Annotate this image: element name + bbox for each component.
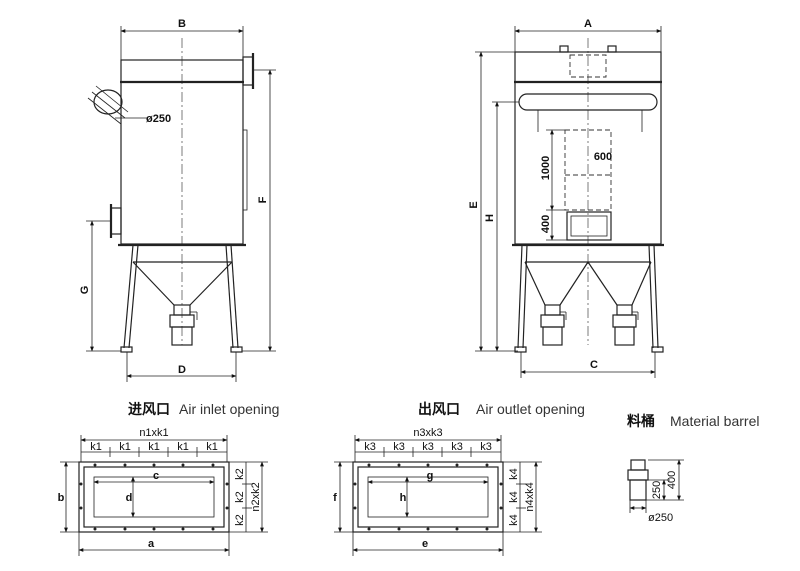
front-dim-g: G [79,286,91,295]
inlet-label-b: b [58,492,65,504]
outlet-k4-mid: k4 [508,491,520,503]
front-dim-b: B [178,18,186,30]
inlet-pitch-label: n1xk1 [139,427,168,439]
outlet-k3-2: k3 [393,441,405,453]
side-dim-a: A [584,18,592,30]
outlet-k3-4: k3 [451,441,463,453]
inlet-k2-mid: k2 [234,491,246,503]
outlet-side-pitch: n4xk4 [524,482,536,511]
front-view: B F G D ø250 [79,18,276,382]
material-barrel-detail: 料桶 Material barrel 250 400 ø250 [627,413,759,524]
inlet-k1-3: k1 [148,441,160,453]
inlet-flange-detail: 进风口 Air inlet opening [58,401,279,556]
outlet-label-g: g [427,470,434,482]
side-dim-1000: 1000 [540,156,552,180]
inlet-k1-4: k1 [177,441,189,453]
inlet-title-en: Air inlet opening [179,401,279,417]
side-dim-c: C [590,359,598,371]
side-dim-h: H [484,214,496,222]
side-view: A E H C 1000 400 600 [468,18,664,378]
barrel-dim-400: 400 [666,471,678,489]
outlet-k4-bot: k4 [508,514,520,526]
side-dim-400: 400 [540,215,552,233]
barrel-dim-250: 250 [651,481,663,499]
outlet-title-cn: 出风口 [418,401,460,418]
outlet-label-h: h [400,492,407,504]
outlet-label-f: f [333,492,337,504]
barrel-title-en: Material barrel [670,413,759,429]
inlet-k1-5: k1 [206,441,218,453]
inlet-k2-bot: k2 [234,514,246,526]
outlet-k3-5: k3 [480,441,492,453]
front-dim-d: D [178,364,186,376]
outlet-flange-detail: 出风口 Air outlet opening n3xk3 [333,401,585,556]
outlet-pitch-label: n3xk3 [413,427,442,439]
inlet-k2-top: k2 [234,468,246,480]
inlet-title-cn: 进风口 [128,402,170,418]
inlet-side-pitch: n2xk2 [250,482,262,511]
inlet-k1-1: k1 [90,441,102,453]
outlet-label-e: e [422,538,428,550]
outlet-k3-1: k3 [364,441,376,453]
outlet-title-en: Air outlet opening [476,401,585,417]
inlet-label-d: d [126,492,133,504]
front-pipe-dia: ø250 [146,113,171,125]
outlet-k3-3: k3 [422,441,434,453]
barrel-title-cn: 料桶 [627,413,655,430]
barrel-dia: ø250 [648,512,673,524]
inlet-k1-2: k1 [119,441,131,453]
side-dim-600: 600 [594,151,612,163]
inlet-label-a: a [148,538,155,550]
outlet-k4-top: k4 [508,468,520,480]
front-dim-f: F [257,196,269,203]
inlet-label-c: c [153,470,159,482]
side-dim-e: E [468,201,480,208]
